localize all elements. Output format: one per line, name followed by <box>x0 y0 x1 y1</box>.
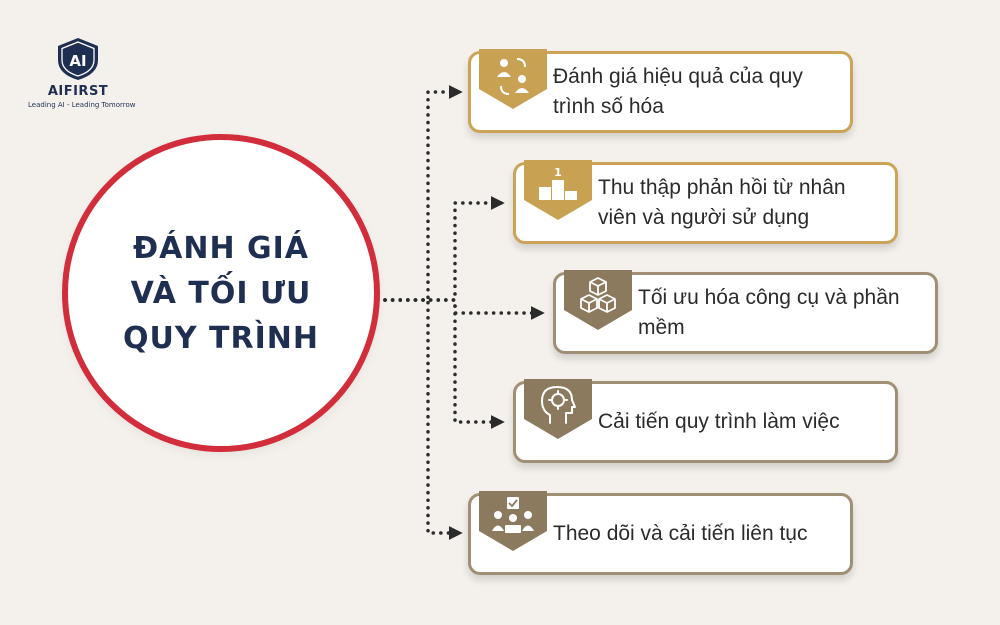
step-card-5: Theo dõi và cải tiến liên tục <box>468 491 853 575</box>
step-label-4: Cải tiến quy trình làm việc <box>598 410 840 433</box>
team-checklist-icon <box>479 491 547 551</box>
step-label-5: Theo dõi và cải tiến liên tục <box>553 522 808 545</box>
logo-tagline: Leading AI - Leading Tomorrow <box>28 101 136 109</box>
step-card-4: Cải tiến quy trình làm việc <box>513 379 898 463</box>
head-gear-icon <box>524 379 592 439</box>
svg-text:1: 1 <box>554 166 562 179</box>
connector-1 <box>383 85 463 302</box>
center-circle: ĐÁNH GIÁ VÀ TỐI ƯU QUY TRÌNH <box>62 134 380 452</box>
step-label-1: Đánh giá hiệu quả của quy trình số hóa <box>553 65 803 118</box>
connector-2 <box>383 196 505 302</box>
center-title: ĐÁNH GIÁ VÀ TỐI ƯU QUY TRÌNH <box>123 230 319 356</box>
boxes-icon <box>564 270 632 330</box>
logo-mark: AI <box>69 52 86 70</box>
people-exchange-icon <box>479 49 547 109</box>
connector-3 <box>383 298 545 320</box>
step-label-3: Tối ưu hóa công cụ và phần mềm <box>638 286 900 339</box>
step-card-3: Tối ưu hóa công cụ và phần mềm <box>553 270 938 354</box>
connector-4 <box>383 298 505 429</box>
connector-5 <box>383 298 463 540</box>
step-card-2: 1 Thu thập phản hồi từ nhân viên và ngườ… <box>513 160 898 244</box>
step-label-2: Thu thập phản hồi từ nhân viên và người … <box>598 176 846 229</box>
logo-name: AIFIRST <box>47 84 109 99</box>
logo-shield-icon: AI <box>58 38 98 80</box>
step-card-1: Đánh giá hiệu quả của quy trình số hóa <box>468 49 853 133</box>
logo: AI AIFIRST Leading AI - Leading Tomorrow <box>28 36 136 109</box>
podium-icon: 1 <box>524 160 592 220</box>
